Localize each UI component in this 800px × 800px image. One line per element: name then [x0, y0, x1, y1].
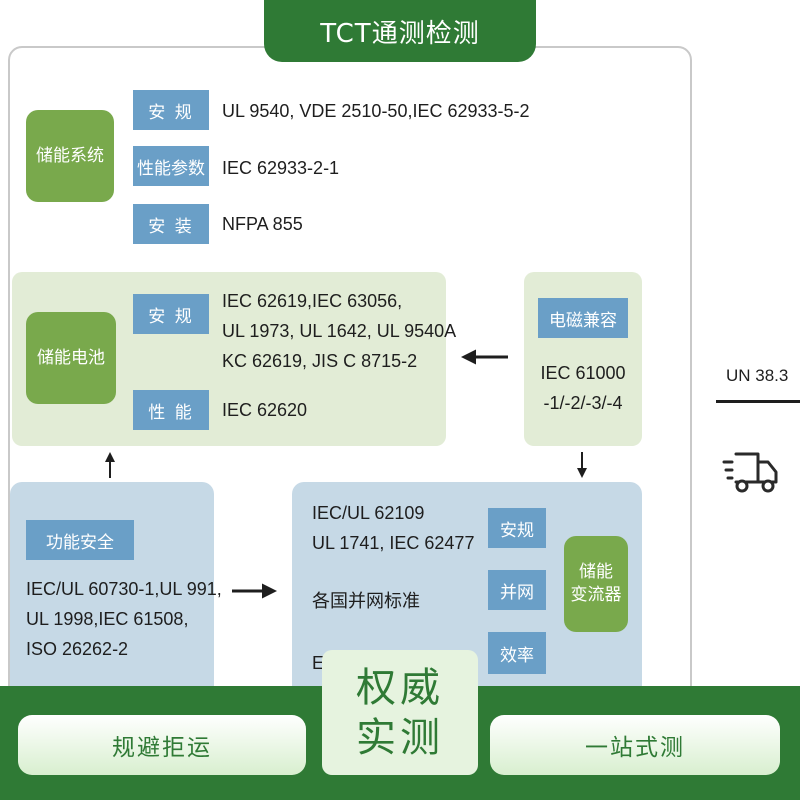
emc-line: IEC 61000 — [540, 363, 626, 383]
delivery-truck-icon — [722, 452, 778, 493]
functional-safety-tag: 功能安全 — [26, 520, 134, 560]
badge-line: 权威 — [356, 664, 444, 711]
battery-safety-line: KC 62619, JIS C 8715-2 — [222, 351, 418, 371]
battery-performance-standards: IEC 62620 — [222, 400, 308, 420]
pcs-line: IEC/UL 62109 — [312, 503, 425, 523]
emc-standards: IEC 61000 -1/-2/-3/-4 — [524, 358, 642, 418]
header-title: TCT通测检测 — [320, 18, 480, 49]
header-banner: TCT通测检测 — [264, 0, 536, 62]
battery-label: 储能电池 — [26, 312, 116, 404]
pcs-line: UL 1741, IEC 62477 — [312, 533, 475, 553]
emc-tag: 电磁兼容 — [538, 298, 628, 338]
functional-safety-standards: IEC/UL 60730-1,UL 991, UL 1998,IEC 61508… — [26, 574, 222, 664]
pcs-efficiency-tag: 效率 — [488, 632, 546, 674]
pcs-label-line: 变流器 — [570, 585, 622, 605]
pcs-grid-standards: 各国并网标准 — [312, 591, 420, 611]
transport-divider — [716, 400, 800, 403]
authoritative-testing-badge: 权威 实测 — [322, 650, 478, 775]
emc-line: -1/-2/-3/-4 — [543, 393, 623, 413]
one-stop-testing-button[interactable]: 一站式测 — [490, 715, 780, 775]
battery-safety-line: IEC 62619,IEC 63056, — [222, 291, 403, 311]
pcs-label: 储能 变流器 — [564, 536, 628, 632]
pcs-grid-tag: 并网 — [488, 570, 546, 610]
battery-safety-tag: 安 规 — [133, 294, 209, 334]
pcs-label-line: 储能 — [579, 562, 613, 583]
battery-safety-standards: IEC 62619,IEC 63056, UL 1973, UL 1642, U… — [222, 286, 456, 376]
battery-safety-line: UL 1973, UL 1642, UL 9540A — [222, 321, 457, 341]
avoid-rejection-button[interactable]: 规避拒运 — [18, 715, 306, 775]
energy-system-safety-standards: UL 9540, VDE 2510-50,IEC 62933-5-2 — [222, 101, 530, 121]
transport-label: UN 38.3 — [726, 366, 789, 385]
energy-system-label: 储能系统 — [26, 110, 114, 202]
energy-system-installation-tag: 安 装 — [133, 204, 209, 244]
energy-system-safety-tag: 安 规 — [133, 90, 209, 130]
functional-safety-panel — [10, 482, 214, 702]
functional-safety-line: IEC/UL 60730-1,UL 991, — [26, 579, 222, 599]
pcs-standards: IEC/UL 62109 UL 1741, IEC 62477 — [312, 498, 474, 558]
energy-system-performance-standards: IEC 62933-2-1 — [222, 158, 340, 178]
energy-system-performance-tag: 性能参数 — [133, 146, 209, 186]
pcs-safety-tag: 安规 — [488, 508, 546, 548]
functional-safety-line: UL 1998,IEC 61508, — [26, 609, 189, 629]
energy-system-installation-standards: NFPA 855 — [222, 214, 303, 234]
functional-safety-line: ISO 26262-2 — [26, 639, 129, 659]
battery-performance-tag: 性 能 — [133, 390, 209, 430]
badge-line: 实测 — [356, 714, 444, 761]
